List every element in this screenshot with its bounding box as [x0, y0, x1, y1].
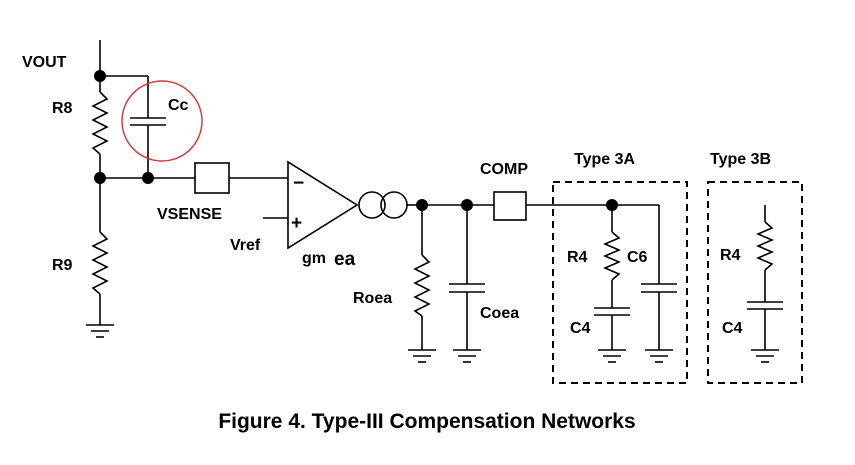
r9-resistor — [91, 178, 109, 325]
vsense-node — [94, 162, 288, 194]
type3a-label: Type 3A — [574, 151, 636, 168]
comp-label: COMP — [480, 161, 528, 178]
minus-sign: − — [293, 173, 304, 194]
figure-caption: Figure 4. Type-III Compensation Networks — [218, 410, 635, 433]
type3a-network — [594, 199, 677, 363]
type3a-box — [552, 181, 688, 384]
vout-node — [94, 40, 148, 92]
cc-label: Cc — [168, 97, 189, 114]
coea-label: Coea — [480, 305, 519, 322]
c6-label: C6 — [627, 249, 648, 266]
plus-sign: + — [291, 213, 302, 234]
type3b-label: Type 3B — [710, 151, 771, 168]
vsense-label: VSENSE — [157, 206, 222, 223]
type3b-box — [707, 181, 803, 384]
roea-resistor — [408, 205, 436, 363]
gm-label: gm — [302, 250, 326, 267]
transconductance-symbol — [358, 191, 422, 219]
r4-3a-label: R4 — [567, 249, 588, 266]
comp-pin — [493, 191, 612, 221]
ground-icon — [86, 324, 114, 338]
cc-highlight-circle — [121, 80, 203, 162]
r4-3b-label: R4 — [720, 247, 741, 264]
ea-label: ea — [334, 249, 356, 270]
error-amplifier — [263, 160, 359, 250]
coea-capacitor — [449, 205, 485, 363]
c4-3b-label: C4 — [722, 320, 743, 337]
ea-output-node — [416, 199, 494, 211]
roea-label: Roea — [353, 290, 392, 307]
vout-label: VOUT — [22, 54, 67, 71]
r8-resistor — [91, 91, 109, 178]
vref-label: Vref — [230, 237, 261, 254]
r9-label: R9 — [52, 257, 73, 274]
c4-3a-label: C4 — [570, 320, 591, 337]
type3b-network — [747, 205, 783, 363]
r8-label: R8 — [52, 100, 73, 117]
